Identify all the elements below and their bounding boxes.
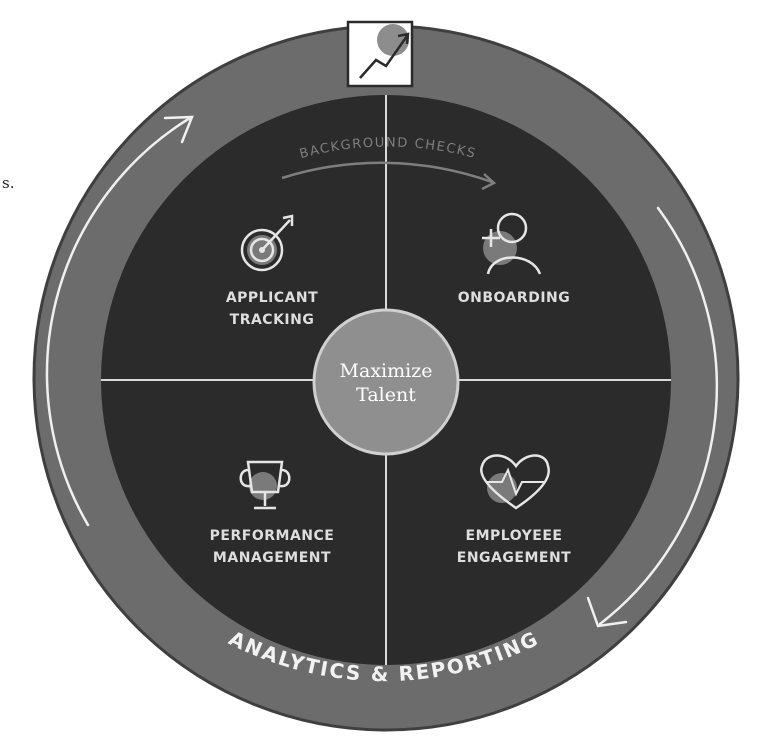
growth-chart-icon [346, 20, 414, 88]
center-line-2: Talent [356, 384, 416, 406]
quadrant-applicant-line-1: APPLICANT [226, 290, 318, 306]
target-arrow-icon [240, 214, 294, 272]
heart-pulse-icon [480, 454, 550, 510]
quadrant-performance-line-2: MANAGEMENT [213, 550, 331, 566]
quadrant-engagement-line-2: ENGAGEMENT [457, 550, 571, 566]
background-checks-arrow [281, 161, 497, 191]
cycle-arrow-right [586, 206, 719, 628]
quadrant-applicant-line-2: TRACKING [230, 312, 315, 328]
quadrant-engagement-line-1: EMPLOYEEE [466, 528, 563, 544]
quadrant-onboarding-line-1: ONBOARDING [458, 290, 570, 306]
center-circle [312, 308, 460, 456]
stray-text: s. [2, 174, 15, 192]
add-person-icon [482, 212, 542, 275]
quadrant-performance-line-1: PERFORMANCE [210, 528, 335, 544]
trophy-icon [239, 460, 291, 510]
cycle-arrow-left [45, 115, 194, 527]
center-line-1: Maximize [340, 360, 433, 382]
